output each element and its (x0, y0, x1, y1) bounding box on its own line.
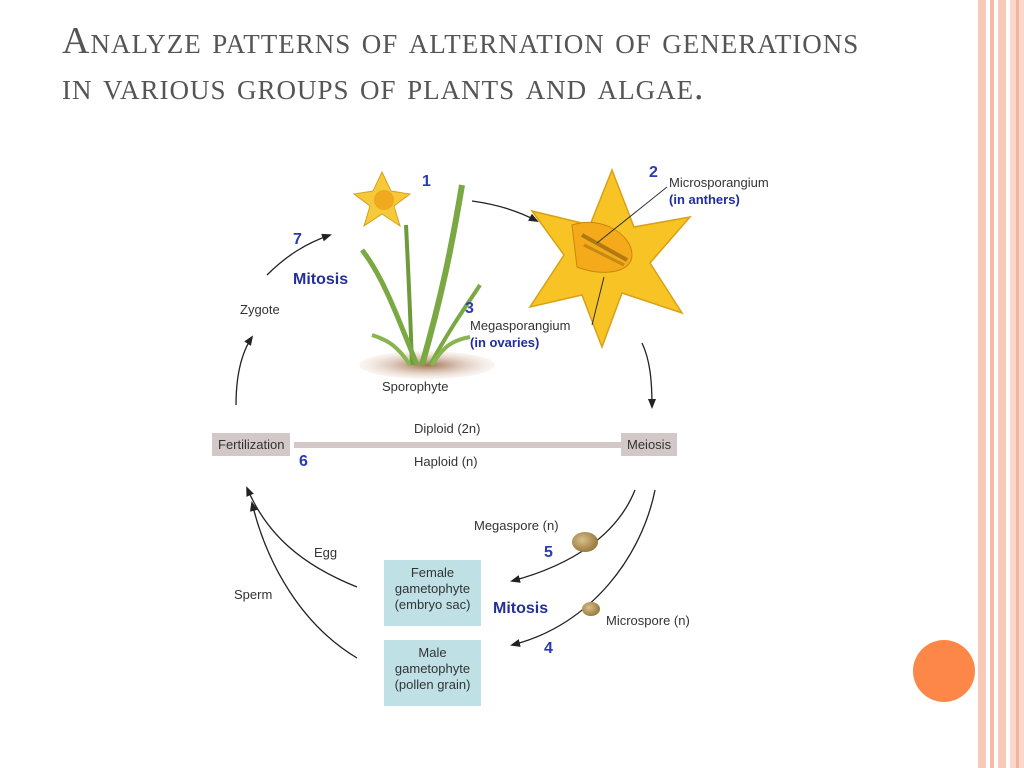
mitosis-label-top: Mitosis (293, 271, 349, 288)
sporophyte-plant-illustration (352, 170, 495, 379)
step-number-2: 2 (649, 164, 658, 181)
step-number-4: 4 (544, 640, 553, 657)
egg-label: Egg (314, 545, 338, 560)
meiosis-label: Meiosis (621, 433, 678, 456)
male-gametophyte-line1: Male (418, 645, 447, 660)
decorative-stripe (1016, 0, 1019, 768)
decorative-circle (913, 640, 975, 702)
haploid-label: Haploid (n) (414, 454, 478, 469)
slide-title: Analyze patterns of alternation of gener… (62, 20, 860, 108)
life-cycle-graphics (235, 167, 692, 659)
step-number-6: 6 (299, 453, 308, 470)
life-cycle-diagram: 1 2 3 4 5 6 7 Microsporangium (in anther… (212, 155, 787, 706)
in-ovaries-label: (in ovaries) (470, 335, 540, 350)
female-gametophyte-line2: gametophyte (394, 581, 471, 596)
step-number-3: 3 (465, 300, 474, 317)
megaspore-label: Megaspore (n) (474, 518, 559, 533)
step-number-7: 7 (293, 231, 302, 248)
in-anthers-label: (in anthers) (669, 192, 740, 207)
decorative-stripe (990, 0, 994, 768)
microspore-label: Microspore (n) (606, 613, 690, 628)
decorative-stripe (978, 0, 986, 768)
microspore-shape (582, 602, 600, 616)
female-gametophyte-box: Female gametophyte (embryo sac) (384, 560, 481, 626)
step-number-1: 1 (422, 173, 431, 190)
ploidy-divider (294, 442, 624, 448)
male-gametophyte-line3: (pollen grain) (394, 677, 471, 692)
female-gametophyte-line3: (embryo sac) (394, 597, 471, 612)
zygote-label: Zygote (240, 302, 280, 317)
male-gametophyte-box: Male gametophyte (pollen grain) (384, 640, 481, 706)
diploid-label: Diploid (2n) (414, 421, 481, 436)
mitosis-label-bottom: Mitosis (493, 600, 549, 617)
step-number-5: 5 (544, 544, 553, 561)
daffodil-flower-illustration (528, 167, 692, 350)
sporophyte-label: Sporophyte (382, 379, 449, 394)
megasporangium-label: Megasporangium (470, 318, 571, 333)
sperm-label: Sperm (234, 587, 273, 602)
female-gametophyte-line1: Female (410, 565, 455, 580)
decorative-stripe (998, 0, 1006, 768)
megaspore-shape (572, 532, 598, 552)
male-gametophyte-line2: gametophyte (394, 661, 471, 676)
fertilization-label: Fertilization (212, 433, 291, 456)
microsporangium-label: Microsporangium (669, 175, 769, 190)
